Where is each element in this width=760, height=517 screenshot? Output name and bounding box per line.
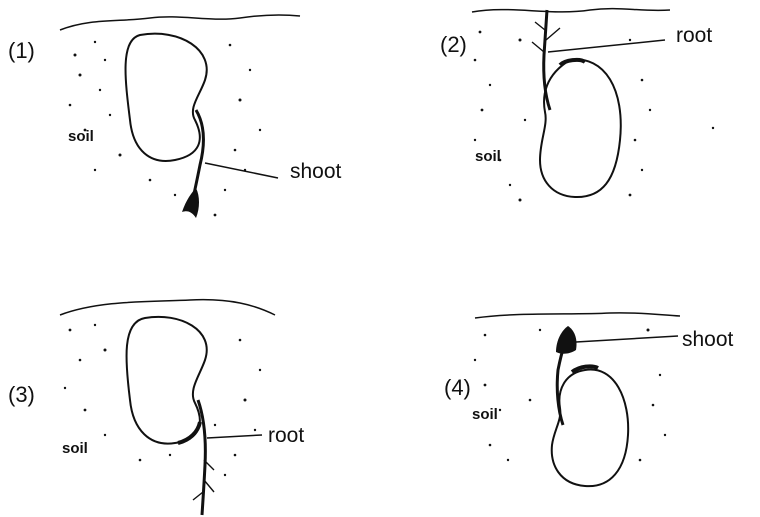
soil-dots <box>64 324 261 476</box>
part-label: shoot <box>290 160 341 184</box>
soil-surface-line <box>475 313 680 318</box>
soil-label: soil <box>68 128 94 145</box>
soil-surface-line <box>60 15 300 30</box>
soil-label: soil <box>62 440 88 457</box>
panel-number: (4) <box>444 375 471 401</box>
seed-outline <box>540 60 621 198</box>
panel-number: (2) <box>440 32 467 58</box>
panel-number: (1) <box>8 38 35 64</box>
shoot-tip <box>182 188 199 218</box>
diagram-panel-3: (3) soil root <box>0 260 380 517</box>
soil-surface-line <box>60 300 275 315</box>
seed-stalk <box>193 110 203 198</box>
seed-drawing-3 <box>0 260 380 517</box>
diagram-panel-4: (4) soil shoot <box>380 260 760 517</box>
part-label: shoot <box>682 328 733 352</box>
diagram-panel-1: (1) soil shoot <box>0 0 380 240</box>
panel-number: (3) <box>8 382 35 408</box>
root-stalk <box>544 10 550 110</box>
seed-hilum <box>178 422 200 443</box>
pointer-line <box>576 336 678 342</box>
seed-drawing-1 <box>0 0 380 240</box>
seed-outline <box>126 317 206 444</box>
shoot-tip <box>556 326 577 354</box>
seed-drawing-4 <box>380 260 760 517</box>
soil-dots <box>474 31 714 202</box>
part-label: root <box>268 424 304 448</box>
seed-outline <box>126 34 207 161</box>
seed-outline <box>552 370 628 487</box>
soil-label: soil <box>475 148 501 165</box>
soil-surface-line <box>472 9 670 12</box>
pointer-line <box>548 40 665 52</box>
seed-hilum <box>560 60 585 65</box>
diagram-panel-2: (2) soil root <box>380 0 760 240</box>
pointer-line <box>205 163 278 178</box>
pointer-line <box>207 435 262 438</box>
soil-dots <box>69 41 261 217</box>
soil-label: soil <box>472 406 498 423</box>
part-label: root <box>676 24 712 48</box>
